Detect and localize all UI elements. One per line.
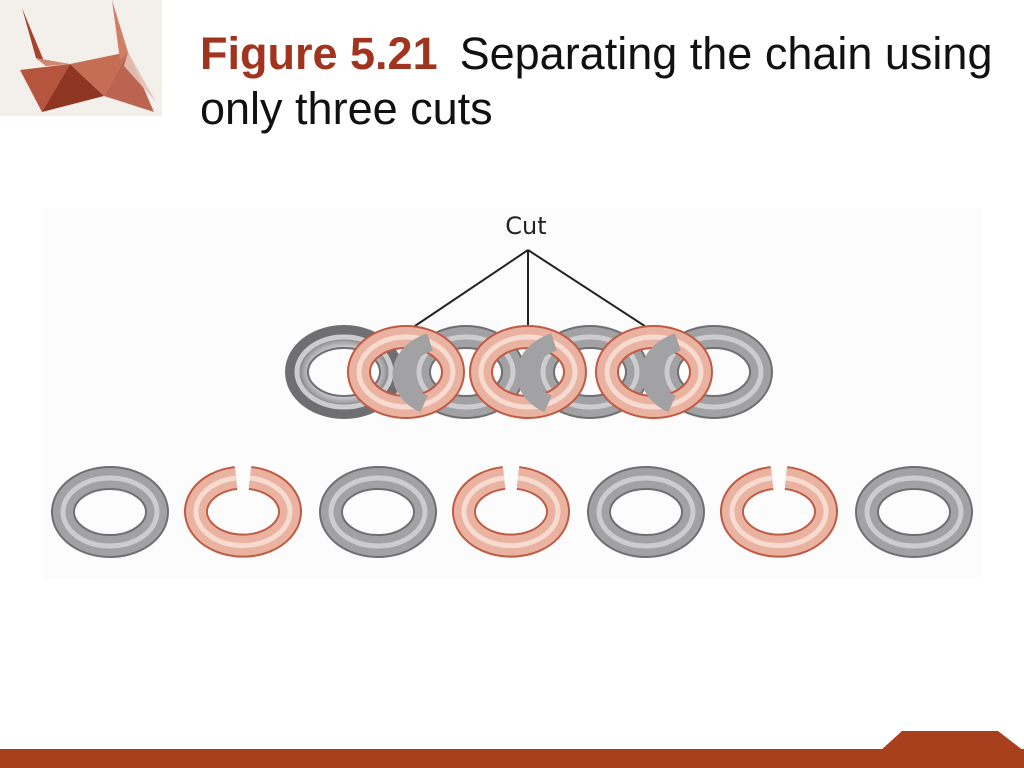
open-ring-pink <box>452 466 570 558</box>
chain-link-pink <box>469 325 587 419</box>
figure-label: Figure 5.21 <box>200 28 438 79</box>
open-ring-pink <box>184 466 302 558</box>
chain-link-gray <box>655 325 773 419</box>
chain-link-pink <box>347 325 465 419</box>
separated-rings <box>51 466 973 558</box>
open-ring-pink <box>720 466 838 558</box>
footer-tab-decoration <box>880 731 1024 751</box>
closed-ring-gray <box>319 466 437 558</box>
closed-ring-gray <box>587 466 705 558</box>
figure-caption: Separating the chain using only three cu… <box>200 28 993 134</box>
origami-crane-logo <box>0 0 162 116</box>
chain-link-gray <box>531 325 649 419</box>
closed-ring-gray <box>855 466 973 558</box>
linked-chain <box>285 325 773 419</box>
closed-ring-gray <box>51 466 169 558</box>
chain-link-gray <box>285 325 403 419</box>
chain-link-gray <box>407 325 525 419</box>
chain-diagram: Cut <box>44 208 982 578</box>
footer-bar <box>0 749 1024 768</box>
cut-label: Cut <box>505 212 546 240</box>
chain-link-pink <box>595 325 713 419</box>
